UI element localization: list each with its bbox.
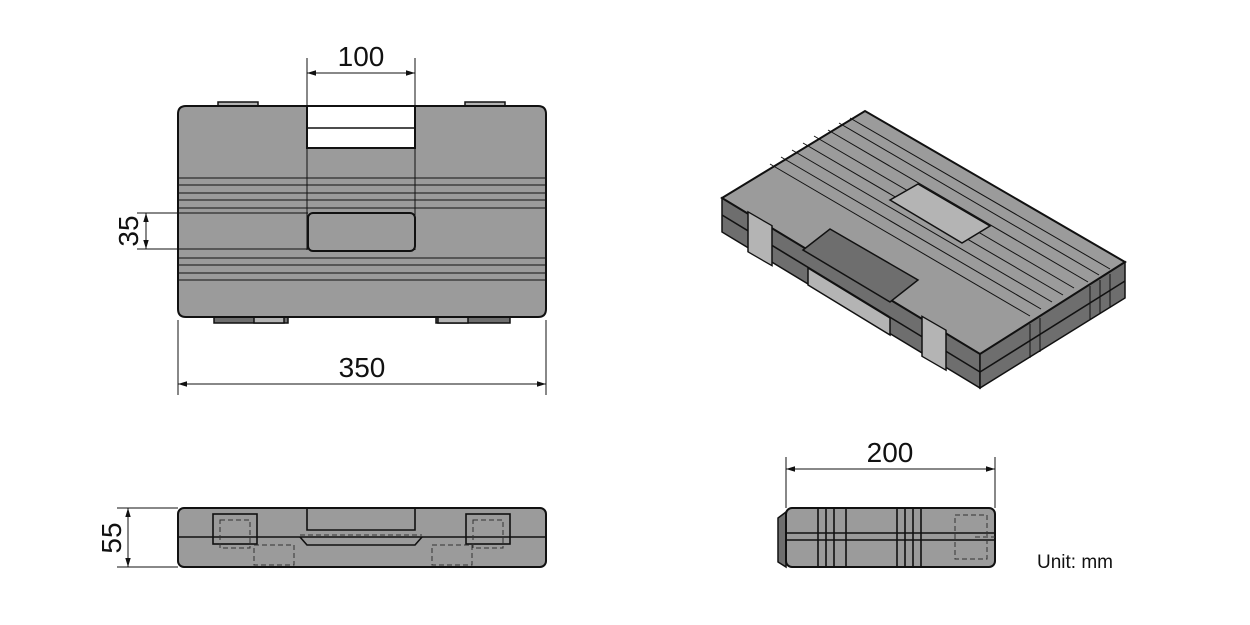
handle-opening <box>306 105 416 149</box>
iso-label-recess <box>888 183 992 244</box>
front-handle <box>306 508 416 531</box>
dimension-depth-value: 200 <box>867 437 914 468</box>
front-handle-lower <box>299 536 423 546</box>
front-latch-right <box>465 513 511 545</box>
dimension-height-value: 55 <box>96 522 127 553</box>
ribs-lower <box>178 257 546 281</box>
side-view <box>777 507 996 569</box>
iso-handle-opening <box>801 228 920 303</box>
isometric-view <box>720 109 1127 390</box>
dimension-depth: 200 <box>785 437 996 508</box>
iso-latch-right <box>921 315 947 372</box>
label-recess <box>307 212 416 252</box>
dimension-width: 350 <box>177 320 547 395</box>
iso-handle-grip <box>807 266 891 337</box>
side-ribs <box>817 508 922 567</box>
dimension-width-value: 350 <box>339 352 386 383</box>
iso-top-face <box>720 109 1127 356</box>
unit-note: Unit: mm <box>1037 552 1113 573</box>
case-body-top <box>177 105 547 318</box>
iso-latch-left <box>747 210 773 267</box>
iso-side-ribs <box>1029 274 1111 358</box>
dimension-lid-recess: 35 <box>113 212 308 250</box>
dimension-lid-recess-value: 35 <box>113 215 144 246</box>
side-hinge <box>777 510 787 569</box>
iso-ribs <box>769 117 1111 317</box>
front-view <box>177 507 547 568</box>
ribs-upper <box>178 177 546 209</box>
front-latch-left <box>212 513 258 545</box>
top-view <box>177 101 547 324</box>
dimension-handle-value: 100 <box>338 41 385 72</box>
dimension-handle: 100 <box>306 41 416 250</box>
dimension-height: 55 <box>96 507 178 568</box>
